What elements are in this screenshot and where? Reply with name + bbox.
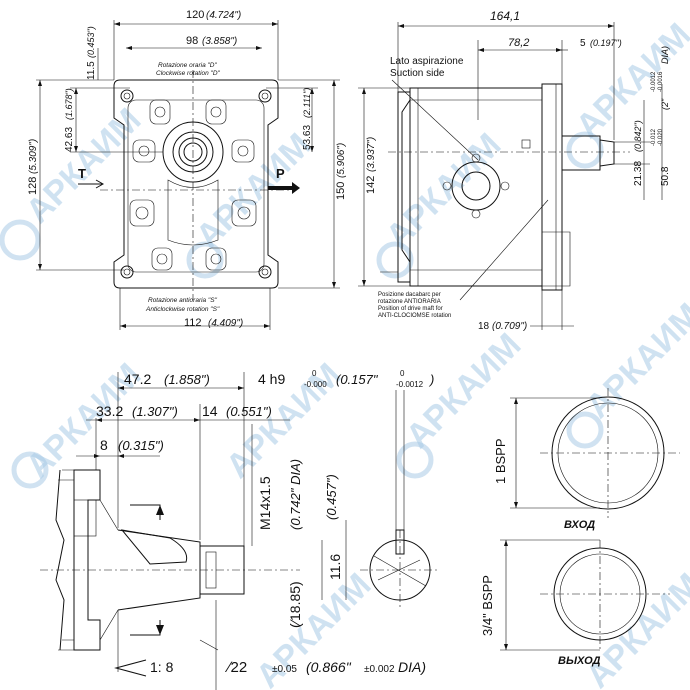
outlet-size-label: 3/4" BSPP <box>480 575 495 636</box>
watermark-text: АРКАИМ <box>579 296 690 426</box>
dim-length-14: 14 <box>202 403 218 419</box>
dim-offset-11-5-in: (0.453") <box>86 26 96 58</box>
key-tol-lower: -0.000 <box>304 380 327 389</box>
front-view: Rotazione oraria "D" Clockwise rotation … <box>27 9 347 330</box>
dim-length-33-2: 33.2 <box>96 403 123 419</box>
rotation-cw-en: Clockwise rotation "D" <box>156 70 221 77</box>
taper-label: 1: 8 <box>150 659 174 675</box>
watermark-text: АРКАИМ <box>189 126 319 256</box>
dim-width-112-in: (4.409") <box>208 318 243 329</box>
key-width-label: 4 h9 <box>258 371 285 387</box>
flange-section <box>73 469 101 651</box>
note-line-4: ANTI-CLOCIOMSE rotation <box>378 313 451 319</box>
dim-height-142: 142 <box>365 176 377 194</box>
dim-dia-50-8: 50.8 <box>660 166 671 186</box>
dim-width-98: 98 <box>186 35 198 47</box>
dim-dia-22: ∕22 <box>224 659 247 676</box>
rotation-cw-it: Rotazione oraria "D" <box>158 62 218 69</box>
taper-symbol-icon <box>114 659 147 677</box>
dim-dia-50-8-in: (2" <box>660 98 670 110</box>
dim-offset-11-5: 11.5 <box>86 61 97 80</box>
dim-dia-22-tol: ±0.05 <box>272 664 297 675</box>
dim-dia-50-8-tol-lower: -0.020 <box>658 128 664 146</box>
dim-dia-22-in: (0.866" <box>306 659 352 675</box>
inlet-label: ВХОД <box>564 519 595 531</box>
dim-height-42-63: 42.63 <box>64 127 75 152</box>
dim-dia-0-742: (0.742" DIA) <box>288 459 303 530</box>
dim-length-18: 18 <box>478 321 490 332</box>
port-p-label: P <box>276 166 285 181</box>
dim-height-53-63: 53.63 <box>302 125 313 150</box>
watermark-text: АРКАИМ <box>399 326 529 456</box>
dim-width-120-in: (4.724") <box>206 10 241 21</box>
dim-height-11-6: 11.6 <box>327 554 343 580</box>
dim-height-128: 128 <box>27 177 39 195</box>
note-line-1: Posizione dacabarc per <box>378 292 441 298</box>
thread-label: M14x1.5 <box>257 476 273 530</box>
dim-width-112: 112 <box>184 317 202 329</box>
side-view: 164,1 78,2 5 (0.197") Lato aspirazione S… <box>358 9 671 332</box>
dim-dia-50-8-in-tol-lower: -0.0016 <box>658 71 664 92</box>
key-in-tol-upper: 0 <box>400 369 405 378</box>
watermark-logo-icon <box>0 219 41 261</box>
dim-length-5: 5 <box>580 38 586 49</box>
dim-length-78-2: 78,2 <box>508 37 529 49</box>
dim-21-38-in: (0.842") <box>633 120 643 152</box>
suction-side-label-it: Lato aspirazione <box>390 56 464 67</box>
dim-dia-18-85: (∕18.85) <box>287 581 303 628</box>
watermark-text: АРКАИМ <box>579 566 690 690</box>
note-line-3: Position of drive maft for <box>378 306 443 312</box>
dim-dia-22-suffix: DIA) <box>398 659 426 675</box>
note-line-2: rotazione ANTIORARIA <box>378 299 441 305</box>
port-t-arrow-icon <box>78 179 105 189</box>
pump-body-front <box>113 79 279 289</box>
watermark-text: АРКАИМ <box>569 16 690 146</box>
dim-width-120: 120 <box>186 9 204 21</box>
dim-dia-50-8-tol-upper: -0.012 <box>651 128 657 146</box>
ports-panel: 1 BSPP ВХОД 3/4" BSPP ВЫХОД <box>480 388 680 667</box>
outlet-label: ВЫХОД <box>558 655 601 667</box>
dim-length-33-2-in: (1.307") <box>132 404 178 419</box>
dim-height-150-in: (5.906") <box>336 143 347 178</box>
dim-dia-22-in-tol: ±0.002 <box>364 664 395 675</box>
dim-height-142-in: (3.937") <box>366 137 377 172</box>
dim-length-8: 8 <box>100 437 108 453</box>
suction-side-label-en: Suction side <box>390 68 445 79</box>
dim-length-47-2: 47.2 <box>124 371 151 387</box>
rotation-ccw-en: Anticlockwise rotation "S" <box>145 306 220 313</box>
dim-length-18-in: (0.709") <box>492 321 527 332</box>
key-in-tol-lower: -0.0012 <box>396 380 424 389</box>
shaft-detail: 47.2 (1.858") 33.2 (1.307") 14 (0.551") … <box>40 369 440 690</box>
dim-dia-50-8-suffix: DIA) <box>660 46 670 64</box>
key-width-in: (0.157" <box>336 372 379 387</box>
port-p-arrow-icon <box>268 182 300 194</box>
port-t-label: T <box>78 166 86 181</box>
dim-height-0-457: (0.457") <box>324 474 339 520</box>
watermark-layer: АРКАИМ АРКАИМ АРКАИМ АРКАИМ АРКАИМ АРКАИ… <box>0 16 690 690</box>
dim-height-128-in: (5.309") <box>28 139 39 174</box>
dim-height-150: 150 <box>335 182 347 200</box>
dim-height-42-63-in: (1.678") <box>64 88 74 120</box>
dim-21-38: 21.38 <box>633 161 644 186</box>
key-tol-upper: 0 <box>312 369 317 378</box>
dim-length-164-1: 164,1 <box>490 9 520 23</box>
dim-dia-50-8-in-tol-upper: -0.0012 <box>651 71 657 92</box>
dim-length-47-2-in: (1.858") <box>164 372 210 387</box>
dim-height-53-63-in: (2.111") <box>302 88 312 118</box>
dim-width-98-in: (3.858") <box>202 36 237 47</box>
key-width-close: ) <box>428 372 434 387</box>
inlet-size-label: 1 BSPP <box>493 438 508 484</box>
dim-length-5-in: (0.197") <box>590 38 622 48</box>
rotation-ccw-it: Rotazione antioraria "S" <box>148 297 218 304</box>
dim-length-8-in: (0.315") <box>118 438 164 453</box>
dim-length-14-in: (0.551") <box>226 404 272 419</box>
